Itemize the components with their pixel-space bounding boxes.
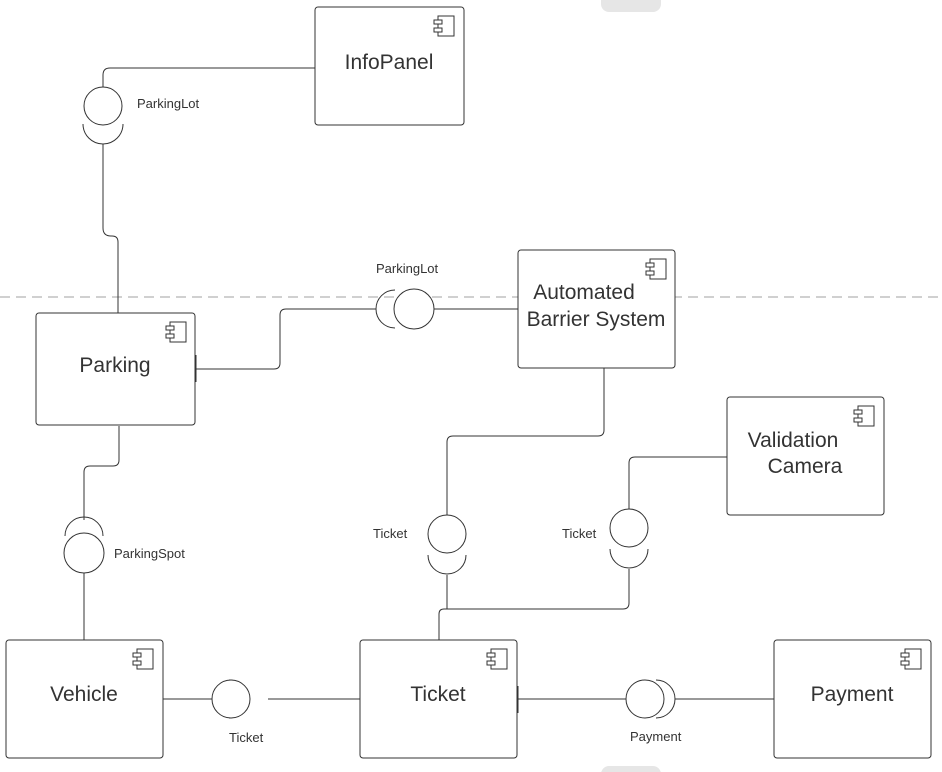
component-parking[interactable]: Parking — [35, 312, 197, 426]
component-title: Parking — [79, 354, 150, 377]
wire-parking-right — [196, 308, 376, 370]
component-icon — [132, 648, 154, 670]
wire-camera-ticket-down — [438, 569, 630, 640]
parkingspot-socket — [64, 516, 104, 537]
parkinglot-socket — [82, 123, 124, 145]
barrier-parkinglot-socket — [375, 289, 396, 329]
component-icon — [486, 648, 508, 670]
component-title-line2: Camera — [768, 455, 843, 478]
wire-parking-top — [102, 144, 119, 313]
component-automated-barrier-system[interactable]: Automated Barrier System — [517, 249, 676, 369]
interface-label-ticket: Ticket — [562, 526, 597, 541]
barrier-ticket-lollipop — [427, 514, 467, 554]
component-title-line1: Automated — [533, 281, 635, 304]
barrier-ticket-socket — [427, 554, 467, 575]
parkinglot-lollipop — [83, 86, 123, 126]
page-tab-bottom — [601, 766, 661, 772]
component-title-line2: Barrier System — [527, 308, 666, 331]
component-ticket[interactable]: Ticket — [359, 639, 519, 759]
interface-label-parkingspot: ParkingSpot — [114, 546, 185, 561]
component-icon — [645, 258, 667, 280]
component-icon — [433, 15, 455, 37]
interface-label-parkinglot: ParkingLot — [376, 261, 439, 276]
interface-label-payment: Payment — [630, 729, 682, 744]
component-icon — [165, 321, 187, 343]
page-tab-top — [601, 0, 661, 12]
component-title-line1: Validation — [748, 429, 839, 452]
interface-label-ticket: Ticket — [229, 730, 264, 745]
wire-parking-bottom — [83, 426, 120, 520]
wire-camera-left — [628, 456, 727, 509]
component-infopanel[interactable]: InfoPanel — [314, 6, 465, 126]
component-icon — [900, 648, 922, 670]
component-title: Vehicle — [50, 683, 118, 706]
component-payment[interactable]: Payment — [773, 639, 932, 759]
parkingspot-lollipop — [63, 532, 105, 574]
component-title: Ticket — [410, 683, 465, 706]
wire-infopanel — [102, 67, 315, 88]
camera-ticket-lollipop — [609, 508, 649, 548]
component-icon — [853, 405, 875, 427]
payment-socket — [655, 679, 676, 719]
component-vehicle[interactable]: Vehicle — [5, 639, 164, 759]
component-title: InfoPanel — [345, 51, 434, 74]
camera-ticket-socket — [609, 548, 649, 569]
component-validation-camera[interactable]: Validation Camera — [726, 396, 885, 516]
interface-label-ticket: Ticket — [373, 526, 408, 541]
component-title: Payment — [811, 683, 894, 706]
vehicle-ticket-lollipop — [211, 679, 251, 719]
payment-lollipop — [625, 679, 665, 719]
interface-label-parkinglot: ParkingLot — [137, 96, 200, 111]
barrier-parkinglot-lollipop — [393, 288, 435, 330]
wire-barrier-bottom — [446, 368, 605, 515]
